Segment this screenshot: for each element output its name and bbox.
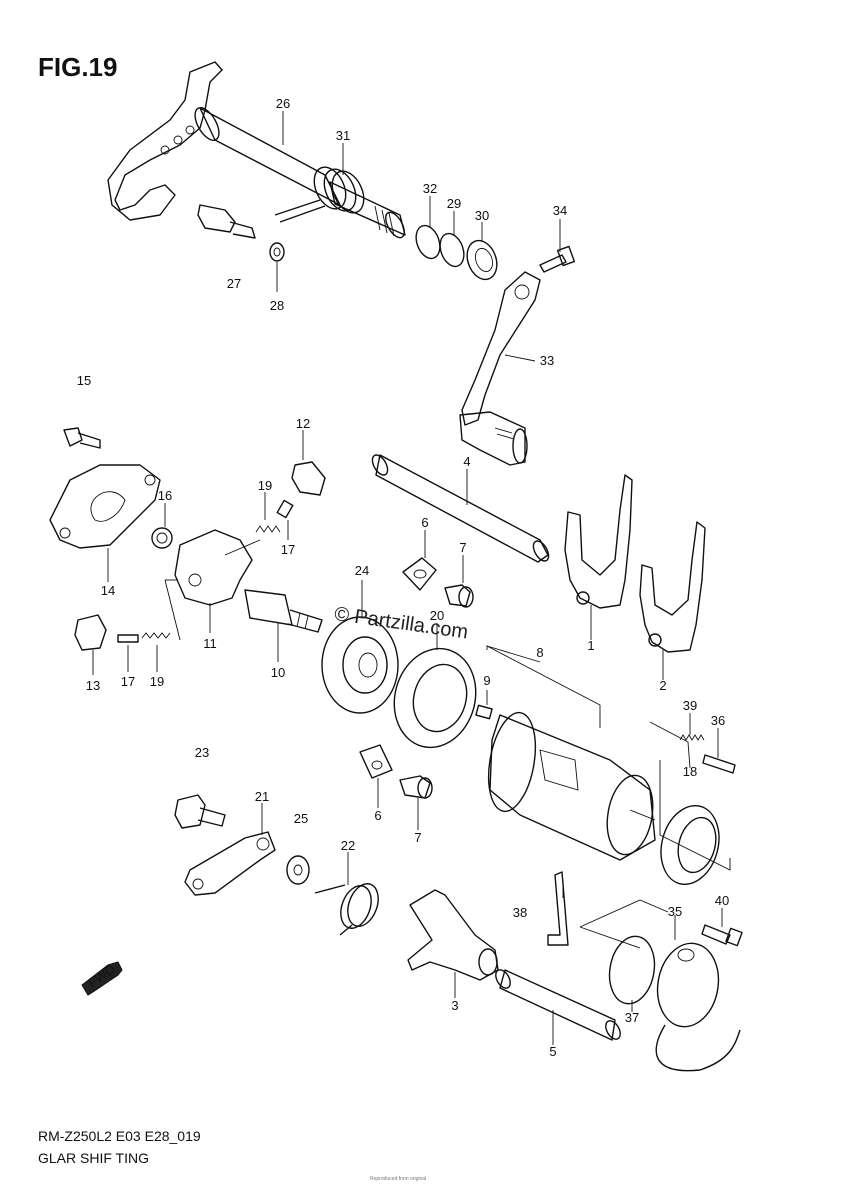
fork-shaft-5-part bbox=[495, 969, 621, 1041]
return-spring-part bbox=[274, 166, 365, 223]
callout-18: 18 bbox=[683, 764, 697, 779]
callout-17-upper: 17 bbox=[281, 542, 295, 557]
callout-8: 8 bbox=[536, 645, 543, 660]
callout-38: 38 bbox=[513, 905, 527, 920]
callout-25: 25 bbox=[294, 811, 308, 826]
fork-shaft-4-part bbox=[371, 454, 550, 563]
callout-9: 9 bbox=[483, 673, 490, 688]
guide-plate-6-lower-part bbox=[359, 744, 393, 779]
circlip-part bbox=[415, 224, 441, 260]
cam-guide-10-part bbox=[244, 589, 323, 633]
callout-27: 27 bbox=[227, 276, 241, 291]
bearing-40-part bbox=[660, 804, 720, 886]
callout-5: 5 bbox=[549, 1044, 556, 1059]
cam-stopper-plate-14-part bbox=[49, 464, 161, 549]
callout-28: 28 bbox=[270, 298, 284, 313]
shift-fork-3-part bbox=[407, 889, 499, 981]
callout-19-lower: 19 bbox=[150, 674, 164, 689]
spring-39-part bbox=[679, 734, 705, 741]
spring-22-part bbox=[314, 883, 379, 936]
pin-9-part bbox=[475, 704, 493, 720]
pawl-12-part bbox=[291, 461, 326, 496]
callout-2: 2 bbox=[659, 678, 666, 693]
spring-19-upper-part bbox=[255, 525, 281, 533]
gearshift-shaft-part bbox=[107, 61, 406, 239]
lever-bolt-part bbox=[539, 245, 576, 273]
washer-29-part bbox=[439, 232, 465, 268]
cam-driven-gear-24-part bbox=[321, 616, 399, 714]
callout-19-upper: 19 bbox=[258, 478, 272, 493]
gearshift-lever-part bbox=[459, 271, 541, 466]
callout-1: 1 bbox=[587, 638, 594, 653]
callout-4: 4 bbox=[463, 454, 470, 469]
callout-20: 20 bbox=[430, 608, 444, 623]
callout-40-bolt: 40 bbox=[715, 893, 729, 908]
callout-33: 33 bbox=[540, 353, 554, 368]
shift-drum-8-part bbox=[487, 711, 656, 861]
washer-25-part bbox=[286, 855, 310, 885]
callout-23: 23 bbox=[195, 745, 209, 760]
callout-29: 29 bbox=[447, 196, 461, 211]
shift-fork-1-part bbox=[564, 474, 633, 609]
pin-17-upper-part bbox=[276, 499, 294, 519]
callout-3: 3 bbox=[451, 998, 458, 1013]
stopper-arm-21-part bbox=[184, 831, 276, 896]
callout-6-lower: 6 bbox=[374, 808, 381, 823]
section-name: GLAR SHIF TING bbox=[38, 1150, 149, 1166]
washer-28-part bbox=[269, 242, 285, 262]
model-code: RM-Z250L2 E03 E28_019 bbox=[38, 1128, 201, 1144]
callout-16: 16 bbox=[158, 488, 172, 503]
callout-15: 15 bbox=[77, 373, 91, 388]
cap-35-part bbox=[655, 942, 741, 1072]
pin-36-part bbox=[702, 754, 736, 774]
callout-35: 35 bbox=[668, 904, 682, 919]
callout-22: 22 bbox=[341, 838, 355, 853]
stopper-bolt-part bbox=[197, 204, 256, 239]
guide-plate-6-upper-part bbox=[402, 557, 437, 591]
callout-12: 12 bbox=[296, 416, 310, 431]
bolt-23-part bbox=[174, 794, 226, 829]
callout-13: 13 bbox=[86, 678, 100, 693]
callout-24: 24 bbox=[355, 563, 369, 578]
screw-15-part bbox=[63, 427, 101, 449]
clip-38-part bbox=[547, 871, 569, 946]
callout-11: 11 bbox=[203, 636, 217, 651]
leader-lines bbox=[92, 111, 731, 1045]
callout-31: 31 bbox=[336, 128, 350, 143]
bolt-40b-part bbox=[701, 924, 743, 947]
pawl-holder-11-part bbox=[174, 529, 261, 606]
spring-19-lower-part bbox=[141, 632, 171, 639]
callout-21: 21 bbox=[255, 789, 269, 804]
callout-26: 26 bbox=[276, 96, 290, 111]
callout-37: 37 bbox=[625, 1010, 639, 1025]
callout-32: 32 bbox=[423, 181, 437, 196]
shift-fork-2-part bbox=[639, 521, 706, 653]
callout-34: 34 bbox=[553, 203, 567, 218]
callout-30: 30 bbox=[475, 208, 489, 223]
bearing-20-part bbox=[393, 647, 477, 749]
callout-17-lower: 17 bbox=[121, 674, 135, 689]
oil-seal-part bbox=[466, 239, 498, 281]
forward-direction-arrow-icon bbox=[81, 961, 123, 996]
pawl-13-part bbox=[74, 614, 107, 651]
figure-title: FIG.19 bbox=[38, 52, 118, 82]
callout-39: 39 bbox=[683, 698, 697, 713]
screw-7-upper-part bbox=[444, 584, 474, 608]
callout-36: 36 bbox=[711, 713, 725, 728]
o-ring-37-part bbox=[608, 935, 656, 1005]
pin-17-lower-part bbox=[117, 634, 139, 643]
callout-6-upper: 6 bbox=[421, 515, 428, 530]
callout-7-upper: 7 bbox=[459, 540, 466, 555]
copyright-note: Reproduced from original bbox=[370, 1176, 427, 1182]
callout-7-lower: 7 bbox=[414, 830, 421, 845]
screw-7-lower-part bbox=[399, 775, 433, 799]
callout-10: 10 bbox=[271, 665, 285, 680]
callout-14: 14 bbox=[101, 583, 115, 598]
bearing-16-part bbox=[151, 527, 173, 549]
